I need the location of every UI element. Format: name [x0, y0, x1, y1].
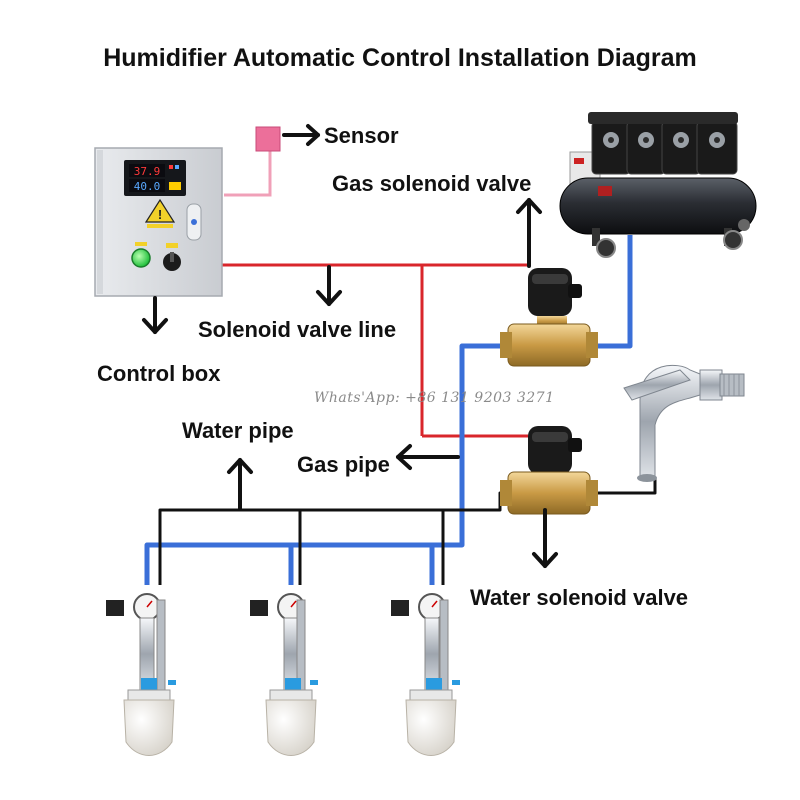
down-arrow-icon — [532, 508, 558, 568]
controller-display: 37.9 40.0 — [124, 160, 186, 196]
solenoid-valve-line — [222, 263, 528, 438]
air-compressor — [559, 112, 757, 258]
label-solenoid-valve-line: Solenoid valve line — [198, 317, 396, 342]
warning-triangle-icon: ! — [144, 198, 176, 228]
up-arrow-icon — [227, 458, 253, 510]
right-arrow-icon — [282, 124, 320, 146]
display-top-value: 37.9 — [134, 165, 161, 178]
up-arrow-icon — [516, 198, 542, 268]
sensor-unit — [255, 126, 281, 152]
label-gas-pipe: Gas pipe — [297, 452, 390, 477]
status-lamp — [131, 248, 151, 268]
sensor-wire — [224, 150, 272, 197]
humidifier-unit-3 — [391, 593, 460, 756]
water-solenoid-valve — [500, 426, 598, 515]
gas-pipe — [144, 235, 633, 585]
label-control-box: Control box — [97, 361, 221, 386]
label-water-pipe: Water pipe — [182, 418, 294, 443]
selector-knob — [163, 243, 181, 271]
label-sensor: Sensor — [324, 123, 399, 148]
display-bottom-value: 40.0 — [134, 180, 161, 193]
svg-text:!: ! — [158, 207, 162, 222]
left-arrow-icon — [396, 444, 460, 470]
humidifier-unit-1 — [106, 593, 176, 756]
down-arrow-icon — [316, 265, 342, 306]
label-water-solenoid-valve: Water solenoid valve — [470, 585, 688, 610]
label-gas-solenoid-valve: Gas solenoid valve — [332, 171, 531, 196]
water-faucet — [623, 364, 745, 482]
watermark: Whats'App: +86 131 9203 3271 — [314, 390, 555, 406]
gas-solenoid-valve — [500, 268, 598, 367]
humidifier-unit-2 — [250, 593, 318, 756]
down-arrow-icon — [142, 296, 168, 334]
control-box: 37.9 40.0 ! — [94, 147, 223, 297]
diagram-title: Humidifier Automatic Control Installatio… — [103, 44, 697, 72]
